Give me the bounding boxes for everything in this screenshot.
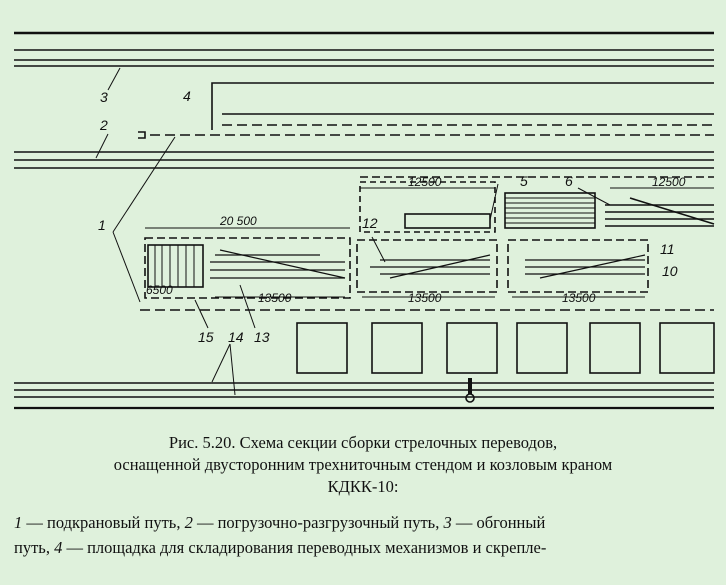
legend-line: 1 — подкрановый путь, 2 — погрузочно-раз… xyxy=(14,510,714,535)
crane-block xyxy=(659,322,715,374)
legend-number: 1 xyxy=(14,513,23,532)
leader-15 xyxy=(194,299,209,329)
legend-text: путь, xyxy=(14,538,55,557)
legend-text: — площадка для складирования переводных … xyxy=(62,538,547,557)
label-2: 2 xyxy=(99,117,108,133)
legend-text: — погрузочно-разгрузочный путь, xyxy=(192,513,444,532)
stack-left xyxy=(404,213,491,229)
platform-4-outline xyxy=(211,82,714,130)
crane-block xyxy=(446,322,498,374)
figure-caption: Рис. 5.20. Схема секции сборки стрелочны… xyxy=(0,432,726,498)
dim-12500: 12500 xyxy=(652,175,686,189)
leader-5 xyxy=(489,183,499,221)
switch-6 xyxy=(605,197,715,227)
leader-6 xyxy=(577,187,611,206)
crane-post xyxy=(465,393,475,403)
label-3: 3 xyxy=(100,89,108,105)
dim-20500: 20 500 xyxy=(219,214,257,228)
label-1: 1 xyxy=(98,217,106,233)
dim-13500: 13500 xyxy=(258,291,292,305)
leader-12 xyxy=(371,236,386,263)
dim-13500: 13500 xyxy=(408,291,442,305)
turnout-assembly-scheme: 20 500 12500 12500 6500 13500 13500 1350… xyxy=(14,31,715,410)
label-14: 14 xyxy=(228,329,244,345)
leader-14 xyxy=(211,343,231,383)
switch-12 xyxy=(370,254,491,279)
crane-block xyxy=(371,322,423,374)
switch-11 xyxy=(525,254,646,279)
leader-13 xyxy=(239,284,256,329)
caption-line: оснащенной двусторонним трехниточным сте… xyxy=(113,455,613,474)
dim-13500: 13500 xyxy=(562,291,596,305)
legend-line: путь, 4 — площадка для складирования пер… xyxy=(14,535,714,560)
leader-1b xyxy=(112,231,141,303)
scheme-drawing: 20 500 12500 12500 6500 13500 13500 1350… xyxy=(14,31,715,410)
switch-13 xyxy=(210,249,346,279)
legend-number: 2 xyxy=(184,513,193,532)
crane-bracket xyxy=(138,131,146,139)
dim-12500: 12500 xyxy=(408,175,442,189)
label-5: 5 xyxy=(520,173,528,189)
caption-line: КДКК-10: xyxy=(327,477,399,496)
stack-5 xyxy=(504,192,596,229)
caption-line: Рис. 5.20. Схема секции сборки стрелочны… xyxy=(168,433,558,452)
label-15: 15 xyxy=(198,329,214,345)
rails-stack-15 xyxy=(147,244,204,288)
figure-legend: 1 — подкрановый путь, 2 — погрузочно-раз… xyxy=(14,510,714,560)
legend-text: — обгонный xyxy=(451,513,546,532)
label-13: 13 xyxy=(254,329,270,345)
label-4: 4 xyxy=(183,88,191,104)
dim-6500: 6500 xyxy=(146,283,173,297)
storage-area-left xyxy=(359,181,496,233)
legend-text: — подкрановый путь, xyxy=(22,513,185,532)
legend-number: 3 xyxy=(443,513,452,532)
leader-1 xyxy=(112,136,176,233)
crane-block xyxy=(296,322,348,374)
leader-14b xyxy=(229,343,236,396)
leader-3 xyxy=(107,67,121,91)
crane-block xyxy=(516,322,568,374)
stand-area-3 xyxy=(507,239,649,293)
label-10: 10 xyxy=(662,263,678,279)
leader-2 xyxy=(95,133,109,159)
stand-area-1 xyxy=(144,237,351,299)
label-6: 6 xyxy=(565,173,573,189)
crane-block xyxy=(589,322,641,374)
label-12: 12 xyxy=(362,215,378,231)
label-11: 11 xyxy=(660,241,675,257)
legend-number: 4 xyxy=(54,538,63,557)
